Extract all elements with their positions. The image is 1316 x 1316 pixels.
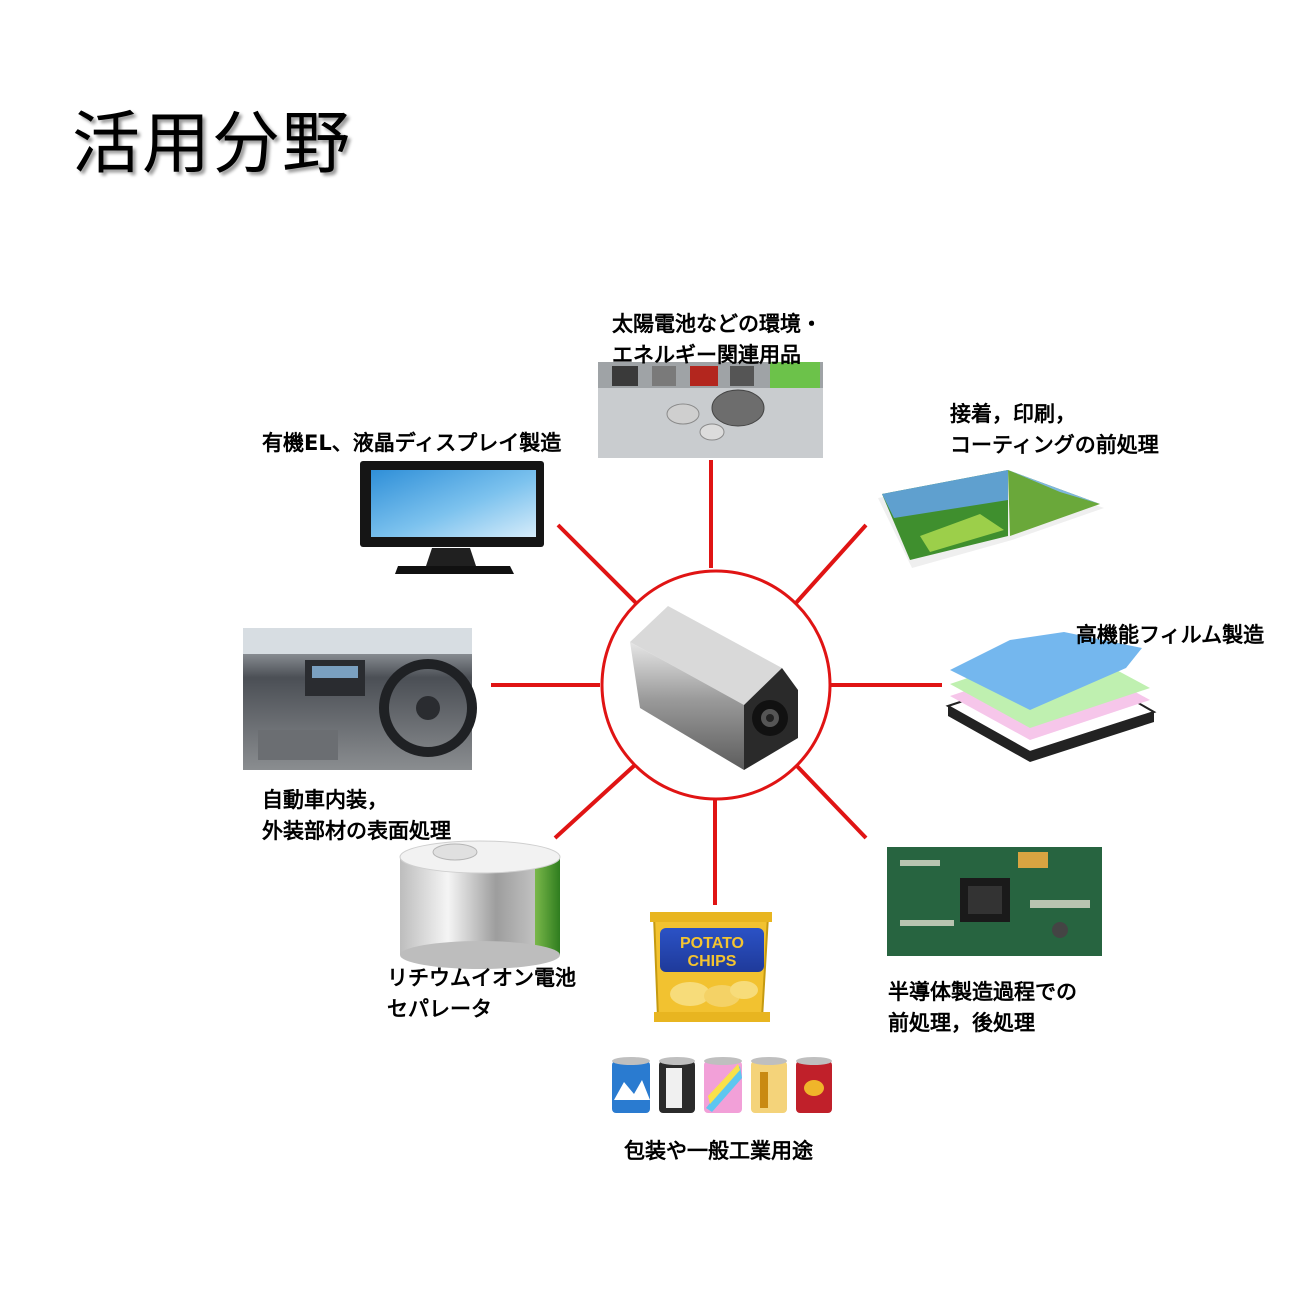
chips-bag-text-1: POTATO xyxy=(680,935,744,952)
hub xyxy=(600,569,832,801)
can-icon xyxy=(796,1057,832,1113)
label-separator-line-2: セパレータ xyxy=(387,997,492,1021)
connector-line-adhesion xyxy=(793,523,868,606)
label-energy-line-1: 太陽電池などの環境・ xyxy=(612,312,822,336)
label-display: 有機EL、液晶ディスプレイ製造 xyxy=(262,428,561,459)
label-separator-line-1: リチウムイオン電池 xyxy=(387,966,576,990)
connector-line-semiconductor xyxy=(793,762,868,840)
label-adhesion: 接着，印刷， コーティングの前処理 xyxy=(950,399,1159,461)
label-automotive-line-1: 自動車内装， xyxy=(262,788,388,812)
label-film: 高機能フィルム製造 xyxy=(1076,620,1264,651)
can-icon xyxy=(612,1057,650,1113)
film-layers-icon xyxy=(945,632,1157,762)
label-packaging: 包装や一般工業用途 xyxy=(624,1136,813,1167)
label-display-line-1: 有機EL、液晶ディスプレイ製造 xyxy=(262,431,562,455)
film-roll-icon xyxy=(399,840,561,969)
label-energy: 太陽電池などの環境・ エネルギー関連用品 xyxy=(612,309,822,371)
monitor-icon xyxy=(360,461,544,574)
label-automotive: 自動車内装， 外装部材の表面処理 xyxy=(262,785,451,847)
plasma-head-icon xyxy=(630,606,798,770)
connector-line-display xyxy=(556,523,638,605)
label-energy-line-2: エネルギー関連用品 xyxy=(612,343,801,367)
open-magazine-icon xyxy=(878,470,1104,568)
chips-bag-icon: POTATO CHIPS xyxy=(650,912,772,1022)
car-interior-icon xyxy=(243,628,477,770)
label-semiconductor: 半導体製造過程での 前処理，後処理 xyxy=(888,977,1077,1039)
can-icon xyxy=(659,1057,695,1113)
label-packaging-line-1: 包装や一般工業用途 xyxy=(624,1139,813,1163)
label-semiconductor-line-1: 半導体製造過程での xyxy=(888,980,1077,1004)
can-icon xyxy=(751,1057,787,1113)
label-film-line-1: 高機能フィルム製造 xyxy=(1076,623,1265,647)
label-adhesion-line-2: コーティングの前処理 xyxy=(950,433,1159,457)
label-automotive-line-2: 外装部材の表面処理 xyxy=(262,819,451,843)
connector-line-separator xyxy=(553,762,638,840)
connectors xyxy=(491,460,942,905)
label-semiconductor-line-2: 前処理，後処理 xyxy=(888,1011,1035,1035)
chips-bag-text-2: CHIPS xyxy=(688,953,737,970)
circuit-board-icon xyxy=(887,847,1102,956)
battery-cells-icon xyxy=(598,362,823,458)
page-title: 活用分野 xyxy=(72,105,353,184)
label-battery-separator: リチウムイオン電池 セパレータ xyxy=(387,963,576,1025)
can-icon xyxy=(704,1057,742,1113)
label-adhesion-line-1: 接着，印刷， xyxy=(950,402,1076,426)
cans-icon xyxy=(612,1057,832,1113)
